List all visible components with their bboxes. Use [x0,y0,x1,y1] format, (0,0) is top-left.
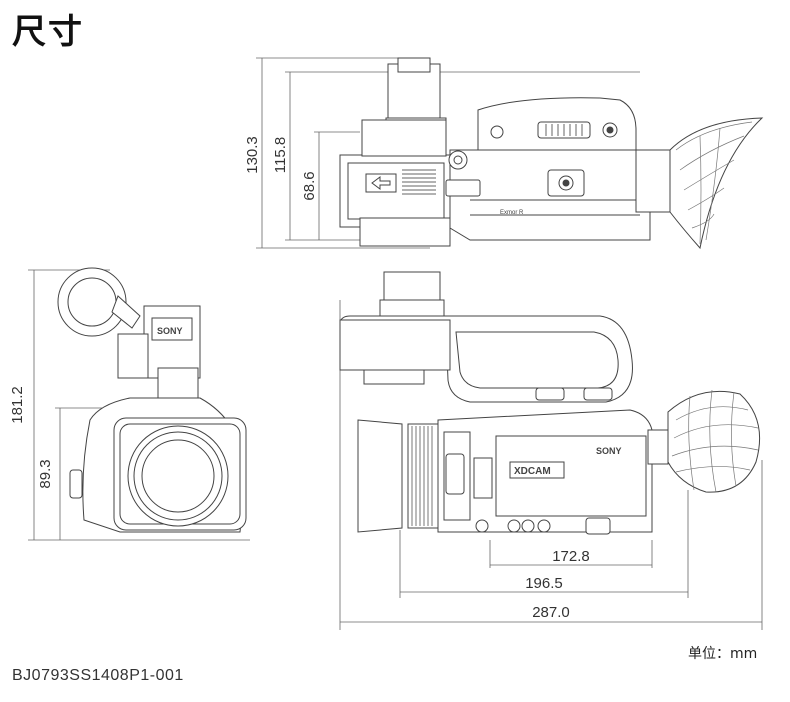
document-code: BJ0793SS1408P1-001 [12,667,184,684]
top-view-dim-lines [256,57,640,249]
sony-logo: SONY [596,446,622,456]
svg-text:Exmor R: Exmor R [500,210,524,216]
dim-side-total: 287.0 [532,604,570,621]
dim-side-1: 172.8 [552,548,590,565]
unit-label: 单位：mm [688,646,758,662]
xdcam-badge: XDCAM [514,466,551,477]
dim-top-mid: 115.8 [272,137,289,173]
dim-front-lens: 89.3 [37,459,54,488]
dim-side-2: 196.5 [525,575,563,592]
side-view-drawing: XDCAM SONY [339,271,763,630]
dim-top-low: 68.6 [301,171,318,200]
front-view-dim-lines [28,269,250,541]
top-view-drawing: Exmor R [256,57,764,250]
dim-top-total: 130.3 [244,136,261,174]
svg-text:SONY: SONY [157,326,183,336]
front-view-drawing: SONY [28,267,250,541]
page-title: 尺寸 [12,12,84,52]
dim-front-total: 181.2 [9,386,26,424]
side-view-dim-lines [339,300,763,630]
